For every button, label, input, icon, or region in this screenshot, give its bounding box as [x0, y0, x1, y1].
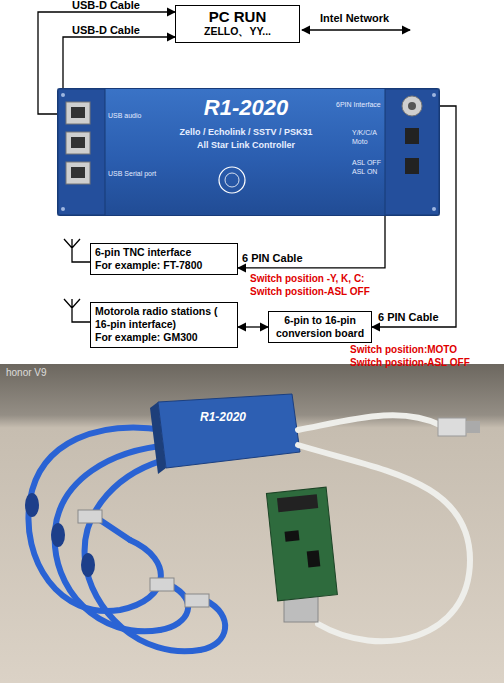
switch-note: Switch position-ASL OFF: [350, 357, 470, 368]
drawing-shape: [266, 487, 337, 601]
conversion-board-box: 6-pin to 16-pin conversion board: [268, 311, 372, 343]
switch-note: Switch position:MOTO: [350, 344, 457, 355]
model-name: R1-2020: [146, 95, 346, 121]
drawing-shape: [298, 415, 440, 430]
drawing-shape: [432, 207, 436, 211]
drawing-shape: [25, 493, 39, 517]
drawing-shape: [25, 493, 95, 577]
drawing-shape: [438, 418, 466, 436]
cable-connector: [238, 326, 268, 327]
box-example: For example: GM300: [95, 331, 233, 344]
drawing-shape: [66, 102, 90, 124]
drawing-shape: [408, 102, 416, 110]
cable-connector: [63, 37, 175, 88]
switch-label: ASL OFF: [352, 159, 381, 166]
drawing-shape: [81, 553, 95, 577]
cable-label: 6 PIN Cable: [378, 311, 439, 323]
drawing-shape: [0, 364, 504, 683]
radio-panel: [385, 89, 439, 215]
drawing-shape: [66, 162, 90, 184]
switch-note: Switch position -Y, K, C:: [250, 273, 364, 284]
drawing-shape: [64, 239, 90, 262]
drawing-shape: [405, 158, 419, 174]
cable-connector: [372, 106, 456, 327]
box-example: For example: FT-7800: [95, 259, 233, 272]
drawing-shape: [71, 167, 85, 178]
drawing-shape: [307, 550, 321, 567]
drawing-shape: [55, 445, 170, 631]
drawing-shape: [71, 107, 85, 118]
product-name: All Star Link Controller: [136, 140, 356, 150]
switch-note: Switch position-ASL OFF: [250, 286, 370, 297]
drawing-shape: [158, 394, 300, 468]
pc-box: PC RUNZELLO、YY...: [175, 5, 300, 43]
controller-box: R1-2020Zello / Echolink / SSTV / PSK31Al…: [57, 88, 440, 216]
drawing-shape: [64, 299, 90, 322]
drawing-shape: [100, 520, 130, 540]
network-label: Intel Network: [320, 12, 389, 24]
drawing-shape: [302, 29, 410, 30]
logo-badge: [219, 167, 245, 193]
drawing-shape: [85, 458, 200, 651]
function-list: Zello / Echolink / SSTV / PSK31: [136, 127, 356, 137]
drawing-shape: [402, 96, 422, 116]
drawing-shape: [266, 487, 337, 601]
drawing-shape: [58, 89, 105, 215]
antenna-symbol: [64, 299, 90, 322]
switch-label: Moto: [352, 138, 368, 145]
product-photo: [0, 364, 504, 683]
drawing-shape: [61, 93, 65, 97]
box-subtitle: ZELLO、YY...: [179, 25, 296, 38]
photo-watermark: honor V9: [6, 367, 47, 378]
port-label: USB audio: [108, 112, 141, 119]
box-title: PC RUN: [179, 8, 296, 25]
port-label: 6PIN Interface: [336, 101, 381, 108]
cable-connector: [38, 12, 175, 114]
radio-interface-box: Motorola radio stations ( 16-pin interfa…: [90, 302, 238, 348]
box-title: Motorola radio stations ( 16-pin interfa…: [95, 305, 233, 331]
switch-label: Y/K/C/A: [352, 129, 377, 136]
drawing-shape: [385, 89, 439, 215]
drawing-shape: [277, 494, 318, 512]
antenna-symbol: [64, 239, 90, 262]
cable-label: USB-D Cable: [72, 0, 140, 11]
photo-model-name: R1-2020: [200, 410, 246, 424]
drawing-shape: [78, 510, 102, 523]
radio-interface-box: 6-pin TNC interfaceFor example: FT-7800: [90, 243, 238, 275]
drawing-shape: [61, 207, 65, 211]
drawing-shape: [405, 128, 419, 144]
drawing-shape: [150, 578, 174, 591]
port-label: USB Serial port: [108, 170, 156, 177]
drawing-shape: [466, 421, 480, 433]
drawing-shape: [219, 167, 245, 193]
cable-label: USB-D Cable: [72, 24, 140, 36]
drawing-shape: [160, 585, 188, 630]
switch-label: ASL ON: [352, 168, 377, 175]
drawing-shape: [185, 594, 209, 607]
box-title: 6-pin to 16-pin conversion board: [272, 314, 368, 340]
drawing-shape: [66, 132, 90, 154]
drawing-shape: [28, 428, 165, 612]
cable-connector: [238, 216, 385, 268]
drawing-shape: [285, 530, 300, 541]
drawing-shape: [71, 137, 85, 148]
drawing-shape: [66, 102, 90, 184]
drawing-shape: [432, 93, 436, 97]
drawing-shape: [78, 510, 209, 607]
drawing-shape: [225, 173, 239, 187]
drawing-shape: [51, 523, 65, 547]
box-title: 6-pin TNC interface: [95, 246, 233, 259]
usb-panel: [58, 89, 105, 215]
network-arrow: [302, 30, 410, 31]
drawing-shape: [71, 107, 85, 178]
cable-label: 6 PIN Cable: [242, 252, 303, 264]
